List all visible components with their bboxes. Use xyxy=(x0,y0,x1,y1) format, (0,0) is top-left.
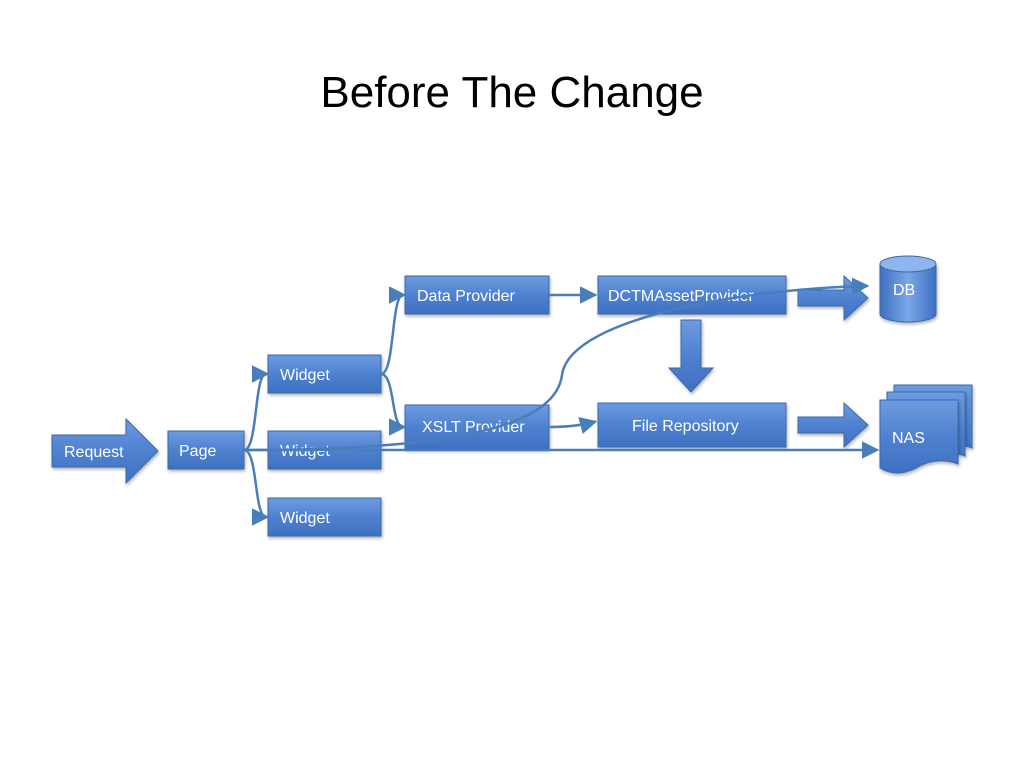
svg-text:DB: DB xyxy=(893,282,915,299)
svg-text:XSLT Provider: XSLT Provider xyxy=(422,419,525,436)
svg-text:Widget: Widget xyxy=(280,443,330,460)
svg-text:Widget: Widget xyxy=(280,510,330,527)
widget-to-xslt-provider-connector xyxy=(380,372,407,436)
svg-text:Request: Request xyxy=(64,444,124,461)
svg-text:Page: Page xyxy=(179,443,216,460)
connectors xyxy=(243,277,880,526)
file-repo-to-nas-arrow xyxy=(797,401,869,449)
svg-text:DCTMAssetProvider: DCTMAssetProvider xyxy=(608,288,754,305)
page-to-db-curve xyxy=(243,277,870,452)
request-block-arrow: Request xyxy=(51,417,159,485)
dctm-to-file-repo-arrow xyxy=(667,319,715,393)
svg-text:File Repository: File Repository xyxy=(632,418,739,435)
xslt-provider-box: XSLT Provider xyxy=(404,404,550,450)
page-to-widget-bottom-connector xyxy=(243,448,270,526)
svg-text:NAS: NAS xyxy=(892,430,925,447)
data-provider-box: Data Provider xyxy=(404,275,550,315)
dctm-to-db-arrow xyxy=(797,274,869,322)
widget-bottom-box: Widget xyxy=(267,497,382,537)
xslt-provider-to-file-repo-connector xyxy=(548,417,598,435)
slide-title: Before The Change xyxy=(320,68,704,117)
nas-documents: NAS xyxy=(879,384,973,474)
svg-text:Data Provider: Data Provider xyxy=(417,288,515,305)
widget-to-data-provider-connector xyxy=(380,286,407,376)
svg-text:Widget: Widget xyxy=(280,367,330,384)
widget-top-box: Widget xyxy=(267,354,382,394)
page-box: Page xyxy=(167,430,245,470)
db-cylinder: DB xyxy=(879,255,937,323)
file-repository-box: File Repository xyxy=(597,402,787,448)
page-to-widget-top-connector xyxy=(243,365,270,452)
